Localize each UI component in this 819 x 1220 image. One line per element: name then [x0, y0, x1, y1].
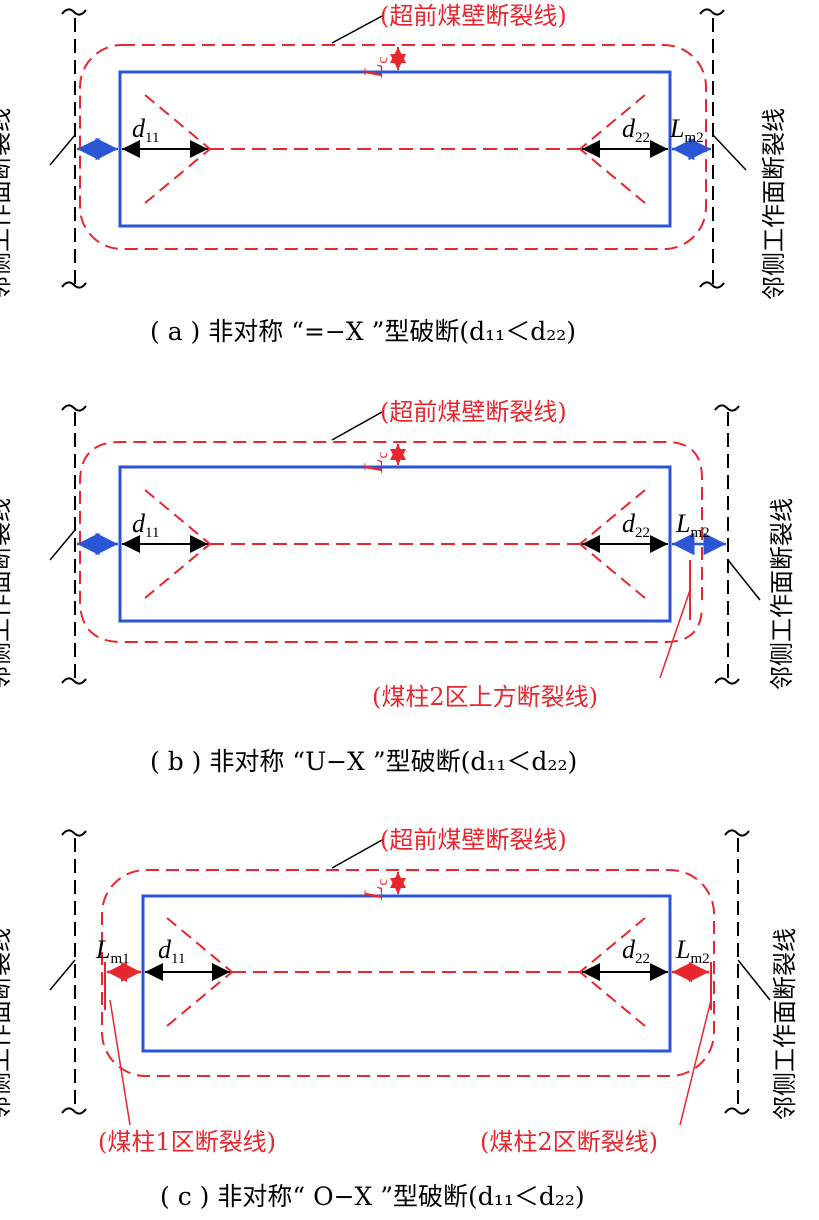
right-break-mark-bottom	[724, 1107, 750, 1115]
pillar1-label: (煤柱1区断裂线)	[98, 1128, 276, 1156]
d22-label: d22	[622, 509, 650, 541]
d22-label: d22	[622, 114, 650, 146]
right-side-label: 邻侧工作面断裂线	[771, 928, 799, 1120]
left-side-leader	[49, 959, 76, 991]
caption-b: ( b ) 非对称 “U−X ”型破断(d₁₁＜d₂₂)	[150, 747, 577, 776]
left-break-mark	[61, 829, 87, 837]
caption-a: ( a ) 非对称 “=−X ”型破断(d₁₁＜d₂₂)	[150, 317, 576, 346]
left-side-label: 邻侧工作面断裂线	[0, 108, 14, 300]
pillar2-label: (煤柱2区断裂线)	[480, 1128, 658, 1156]
right-side-label: 邻侧工作面断裂线	[760, 108, 788, 300]
pillar2-label: (煤柱2区上方断裂线)	[372, 683, 598, 711]
top-fracture-label: (超前煤壁断裂线)	[380, 398, 567, 426]
top-label-leader	[331, 839, 383, 869]
left-side-leader	[49, 134, 76, 166]
d22-label: d22	[622, 935, 650, 967]
panel-a: (超前煤壁断裂线) Lc d11 d22 Lm2 邻侧工作面断裂线 邻侧工作面断…	[0, 2, 788, 346]
d11-label: d11	[132, 114, 159, 146]
panel-b: (超前煤壁断裂线) Lc d11 d22 Lm2 邻侧工作面断裂线 邻侧工作面断…	[0, 398, 796, 776]
pillar1-leader	[109, 999, 131, 1126]
left-side-leader	[49, 529, 76, 561]
left-side-label: 邻侧工作面断裂线	[0, 498, 14, 690]
left-break-mark-bottom	[61, 677, 87, 685]
top-label-leader	[331, 411, 383, 441]
x-branch	[144, 148, 211, 204]
advance-coal-wall-fracture-line	[79, 441, 703, 643]
x-branch	[144, 543, 211, 599]
x-branch	[144, 94, 211, 150]
advance-coal-wall-fracture-line	[101, 869, 715, 1077]
right-side-leader	[727, 559, 761, 601]
lc-label: Lc	[359, 879, 391, 901]
x-branch	[144, 489, 211, 545]
x-branch	[579, 543, 646, 599]
right-side-leader	[737, 959, 771, 1001]
lc-label: Lc	[359, 452, 391, 474]
left-break-mark-bottom	[61, 1107, 87, 1115]
working-panel	[118, 70, 672, 228]
right-break-mark	[699, 8, 725, 16]
pillar2-leader	[679, 999, 712, 1126]
pillar2-leader	[659, 589, 691, 679]
x-branch	[579, 489, 646, 545]
d11-label: d11	[158, 935, 185, 967]
advance-coal-wall-fracture-line	[79, 44, 707, 250]
lc-label: Lc	[359, 57, 391, 79]
right-break-mark-bottom	[699, 281, 725, 289]
x-branch	[579, 148, 646, 204]
top-fracture-label: (超前煤壁断裂线)	[380, 826, 567, 854]
right-break-mark-bottom	[714, 677, 740, 685]
top-label-leader	[331, 15, 383, 44]
caption-c: ( c ) 非对称“ O−X ”型破断(d₁₁＜d₂₂)	[160, 1182, 585, 1211]
lm1-label: Lm1	[95, 935, 130, 967]
right-side-leader	[712, 134, 747, 171]
x-branch	[579, 917, 646, 973]
x-branch	[166, 971, 233, 1027]
top-fracture-label: (超前煤壁断裂线)	[380, 2, 567, 30]
right-break-mark	[724, 829, 750, 837]
x-branch	[166, 917, 233, 973]
right-side-label: 邻侧工作面断裂线	[768, 498, 796, 690]
panel-c: (超前煤壁断裂线) Lc Lm1 d11 d22 Lm2 邻侧工作面断裂线 邻侧…	[0, 826, 799, 1211]
d11-label: d11	[132, 509, 159, 541]
lm2-label: Lm2	[675, 935, 710, 967]
left-break-mark	[61, 404, 87, 412]
left-side-label: 邻侧工作面断裂线	[0, 928, 14, 1120]
working-panel	[141, 894, 672, 1053]
left-break-mark	[61, 8, 87, 16]
working-panel	[118, 465, 672, 623]
lm2-label: Lm2	[669, 114, 704, 146]
right-break-mark	[714, 404, 740, 412]
x-branch	[579, 971, 646, 1027]
x-branch	[579, 94, 646, 150]
lm2-label: Lm2	[675, 509, 710, 541]
left-break-mark-bottom	[61, 281, 87, 289]
